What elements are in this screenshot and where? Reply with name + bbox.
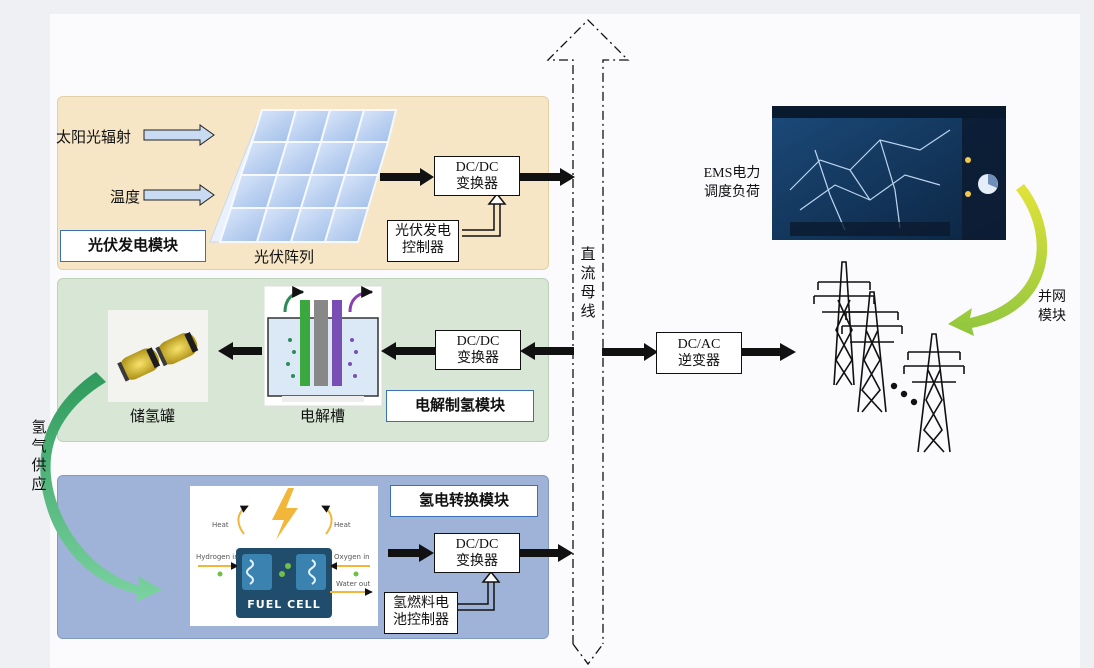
hydrogen-supply-char-3: 供 (31, 456, 47, 474)
fuelcell-controller-line1: 氢燃料电 (393, 596, 449, 611)
fuel-cell-oxygen-in: Oxygen in (334, 553, 370, 561)
fuelcell-dcdc-line2: 变换器 (456, 554, 498, 569)
bus-to-electrolysis-dcdc-arrow (520, 342, 574, 360)
electrolysis-dcdc-line2: 变换器 (457, 351, 499, 366)
temperature-arrow (143, 184, 215, 206)
fuelcell-dcdc-line1: DC/DC (455, 537, 499, 552)
ems-to-grid-arrow (948, 184, 1048, 336)
grid-label: 并网 模块 (1030, 288, 1074, 326)
inverter-line2: 逆变器 (678, 354, 720, 369)
hydrogen-supply-char-4: 应 (31, 475, 47, 493)
fuelcell-controller: 氢燃料电 池控制器 (384, 592, 458, 634)
electrolyzer-label: 电解槽 (300, 407, 346, 425)
grid-line1: 并网 (1038, 289, 1066, 305)
ems-line2: 调度负荷 (704, 185, 760, 200)
pv-array-label: 光伏阵列 (254, 248, 315, 266)
pv-controller: 光伏发电 控制器 (387, 220, 459, 262)
fuel-cell-water-out: Water out (336, 580, 371, 588)
tower-2 (841, 291, 903, 413)
pv-controller-line2: 控制器 (402, 241, 444, 256)
pv-controller-line1: 光伏发电 (395, 224, 451, 239)
dc-bus-char-1: 直 (580, 245, 596, 263)
solar-radiation-label: 太阳光辐射 (56, 128, 132, 146)
pv-array-icon (209, 109, 398, 243)
hydrogen-supply-label: 氢 气 供 应 (30, 418, 48, 494)
fuelcell-module-title: 氢电转换模块 (390, 485, 538, 517)
ems-label: EMS电力 调度负荷 (694, 164, 770, 202)
pv-to-dcdc-arrow (380, 168, 434, 186)
pv-dcdc-line2: 变换器 (456, 177, 498, 192)
fuelcell-controller-arrow (458, 570, 501, 611)
fuelcell-dcdc-to-bus-arrow (520, 544, 573, 562)
hydrogen-supply-char-1: 氢 (31, 418, 47, 436)
fuel-cell-heat-left: Heat (212, 521, 229, 529)
pv-dcdc-to-bus-arrow (520, 168, 575, 186)
electrolysis-dcdc-line1: DC/DC (456, 334, 500, 349)
tower-1 (813, 261, 875, 386)
ems-line1: EMS电力 (703, 166, 761, 181)
storage-tank-label: 储氢罐 (130, 407, 176, 425)
electrolysis-dcdc-converter: DC/DC 变换器 (435, 330, 521, 370)
fuel-cell-text: FUEL CELL (247, 598, 321, 611)
tower-3 (903, 333, 965, 453)
fuel-cell-hydrogen-in: Hydrogen in (196, 553, 239, 561)
inverter-to-grid-arrow (742, 343, 796, 361)
dc-bus-arrow (546, 19, 630, 666)
ems-dashboard-image (772, 106, 1006, 240)
solar-radiation-arrow (143, 124, 215, 146)
transmission-towers-icon (813, 261, 965, 453)
hydrogen-supply-char-2: 气 (31, 437, 47, 455)
fuel-cell-icon (190, 486, 378, 626)
dc-bus-char-2: 流 (580, 264, 596, 282)
electrolyzer-icon (263, 285, 383, 407)
grid-line2: 模块 (1038, 308, 1066, 324)
pv-controller-arrow (462, 192, 507, 237)
fuelcell-dcdc-converter: DC/DC 变换器 (434, 533, 520, 573)
dcac-inverter: DC/AC 逆变器 (656, 332, 742, 374)
fuelcell-controller-line2: 池控制器 (393, 613, 449, 628)
inverter-line1: DC/AC (677, 337, 721, 352)
dc-bus-char-4: 线 (580, 302, 596, 320)
temperature-label: 温度 (110, 188, 141, 206)
dc-bus-label: 直 流 母 线 (579, 245, 597, 321)
dcdc-to-electrolyzer-arrow (381, 342, 435, 360)
dc-bus-char-3: 母 (580, 283, 596, 301)
pv-dcdc-converter: DC/DC 变换器 (434, 156, 520, 196)
electrolyzer-to-tank-arrow (218, 342, 262, 360)
hydrogen-supply-arrow (40, 372, 162, 602)
storage-tank-icon (108, 310, 208, 402)
fuel-cell-heat-right: Heat (334, 521, 351, 529)
electrolysis-module-title: 电解制氢模块 (386, 390, 534, 422)
pv-dcdc-line1: DC/DC (455, 160, 499, 175)
fuelcell-to-dcdc-arrow (388, 544, 434, 562)
bus-to-inverter-arrow (602, 343, 658, 361)
pv-module-title: 光伏发电模块 (60, 230, 206, 262)
